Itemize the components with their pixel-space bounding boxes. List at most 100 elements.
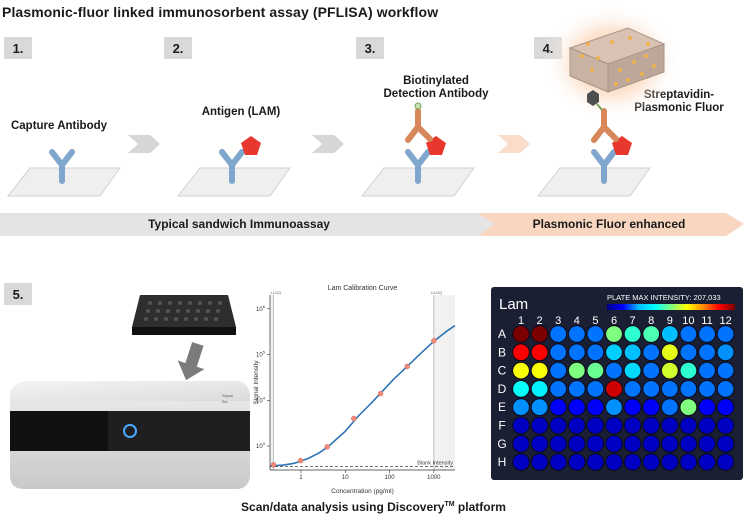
plate-well xyxy=(642,416,661,435)
plate-well xyxy=(623,416,642,435)
plate-well xyxy=(512,361,530,380)
plate-well xyxy=(716,325,735,343)
step-3-label: Biotinylated Detection Antibody xyxy=(376,75,496,101)
footer-sup: TM xyxy=(444,501,455,508)
plate-well xyxy=(679,416,698,435)
plate-well xyxy=(512,434,530,453)
plate-well xyxy=(530,434,549,453)
plate-well xyxy=(698,434,716,453)
plate-column-label: 8 xyxy=(648,315,654,327)
plate-column-label: 1 xyxy=(518,315,524,327)
plate-well xyxy=(660,434,679,453)
plate-well xyxy=(567,343,586,362)
blank-intensity-label: Blank Intensity xyxy=(417,461,453,467)
streptavidin-icon xyxy=(587,90,599,106)
plate-well xyxy=(698,361,716,380)
plate-well xyxy=(716,380,735,398)
plate-well xyxy=(567,361,586,380)
uloq-region xyxy=(433,295,455,470)
band-typical xyxy=(0,213,494,236)
plate-well xyxy=(660,325,679,343)
plate-column-label: 4 xyxy=(574,315,580,327)
x-tick-label: 1 xyxy=(299,475,303,481)
plate-well xyxy=(586,434,605,453)
plate-well xyxy=(716,398,735,417)
antigen-lam-icon-2 xyxy=(241,136,261,155)
plate-well xyxy=(716,453,735,472)
plate-well xyxy=(605,434,623,453)
footer-caption: Scan/data analysis using DiscoveryTM pla… xyxy=(0,500,747,514)
plate-row-label: F xyxy=(498,419,505,433)
plate-well xyxy=(549,434,568,453)
plate-well xyxy=(660,343,679,362)
plate-well xyxy=(549,343,568,362)
plate-well xyxy=(567,398,586,417)
plate-row-label: G xyxy=(497,437,506,451)
plate-well xyxy=(642,361,661,380)
footer-prefix: Scan/data analysis using Discovery xyxy=(241,500,445,514)
plate-well xyxy=(698,398,716,417)
plate-well xyxy=(660,416,679,435)
plate-well xyxy=(512,325,530,343)
data-point xyxy=(324,444,330,450)
plate-well xyxy=(716,416,735,435)
figure-title: Plasmonic-fluor linked immunosorbent ass… xyxy=(2,4,439,20)
plate-well xyxy=(716,343,735,362)
step-3-label-line2: Detection Antibody xyxy=(383,88,489,100)
plate-well xyxy=(679,398,698,417)
uloq-label: ULOQ xyxy=(431,290,442,295)
plate-well xyxy=(605,416,623,435)
plate-well xyxy=(698,453,716,472)
microplate-icon xyxy=(132,295,236,335)
plate-well xyxy=(623,434,642,453)
plate-well xyxy=(679,380,698,398)
step-5-badge: 5. xyxy=(4,283,32,305)
x-tick-label: 10 xyxy=(342,475,349,481)
plate-well xyxy=(530,325,549,343)
detection-antibody-icon-3 xyxy=(405,108,433,143)
plate-well xyxy=(660,453,679,472)
chart-y-axis-label: Signal Intensity xyxy=(253,360,260,405)
plate-well xyxy=(530,380,549,398)
plate-column-label: 7 xyxy=(630,315,636,327)
workflow-illustration xyxy=(0,4,744,236)
discovery-device: Signal Bio xyxy=(10,295,250,489)
plate-well xyxy=(586,453,605,472)
plate-well xyxy=(660,361,679,380)
plate-well xyxy=(623,380,642,398)
plate-well xyxy=(623,398,642,417)
plasmonic-fluor-icon xyxy=(568,27,666,93)
plate-well xyxy=(642,325,661,343)
data-point xyxy=(270,462,277,468)
data-point xyxy=(377,390,384,397)
power-button-icon xyxy=(123,424,137,438)
plate-well xyxy=(530,398,549,417)
plate-column-label: 12 xyxy=(719,315,731,327)
plate-well xyxy=(605,398,623,417)
plate-row-label: C xyxy=(498,364,507,378)
arrow-icon-2 xyxy=(312,135,344,153)
plate-well xyxy=(586,398,605,417)
plate-row-label: E xyxy=(498,400,506,414)
band-enhanced-label: Plasmonic Fluor enhanced xyxy=(532,217,686,231)
plate-column-label: 6 xyxy=(611,315,617,327)
plate-well xyxy=(716,361,735,380)
plate-well xyxy=(567,380,586,398)
plate-row-label: A xyxy=(498,327,506,341)
plate-well xyxy=(623,325,642,343)
plate-well xyxy=(605,380,623,398)
plate-colorbar xyxy=(607,304,735,310)
plate-row-label: H xyxy=(498,455,507,469)
calibration-chart: Lam Calibration Curve Concentration (pg/… xyxy=(253,285,456,495)
detection-antibody-icon-4 xyxy=(591,108,619,143)
device-brand-1: Signal xyxy=(222,393,233,398)
plate-well xyxy=(512,398,530,417)
plate-well xyxy=(549,380,568,398)
arrow-icon-1 xyxy=(128,135,160,153)
biotin-icon xyxy=(414,102,422,110)
capture-antibody-icon-2 xyxy=(219,149,245,184)
plate-well xyxy=(605,361,623,380)
y-tick-label: 104 xyxy=(256,395,266,404)
plate-well xyxy=(679,434,698,453)
